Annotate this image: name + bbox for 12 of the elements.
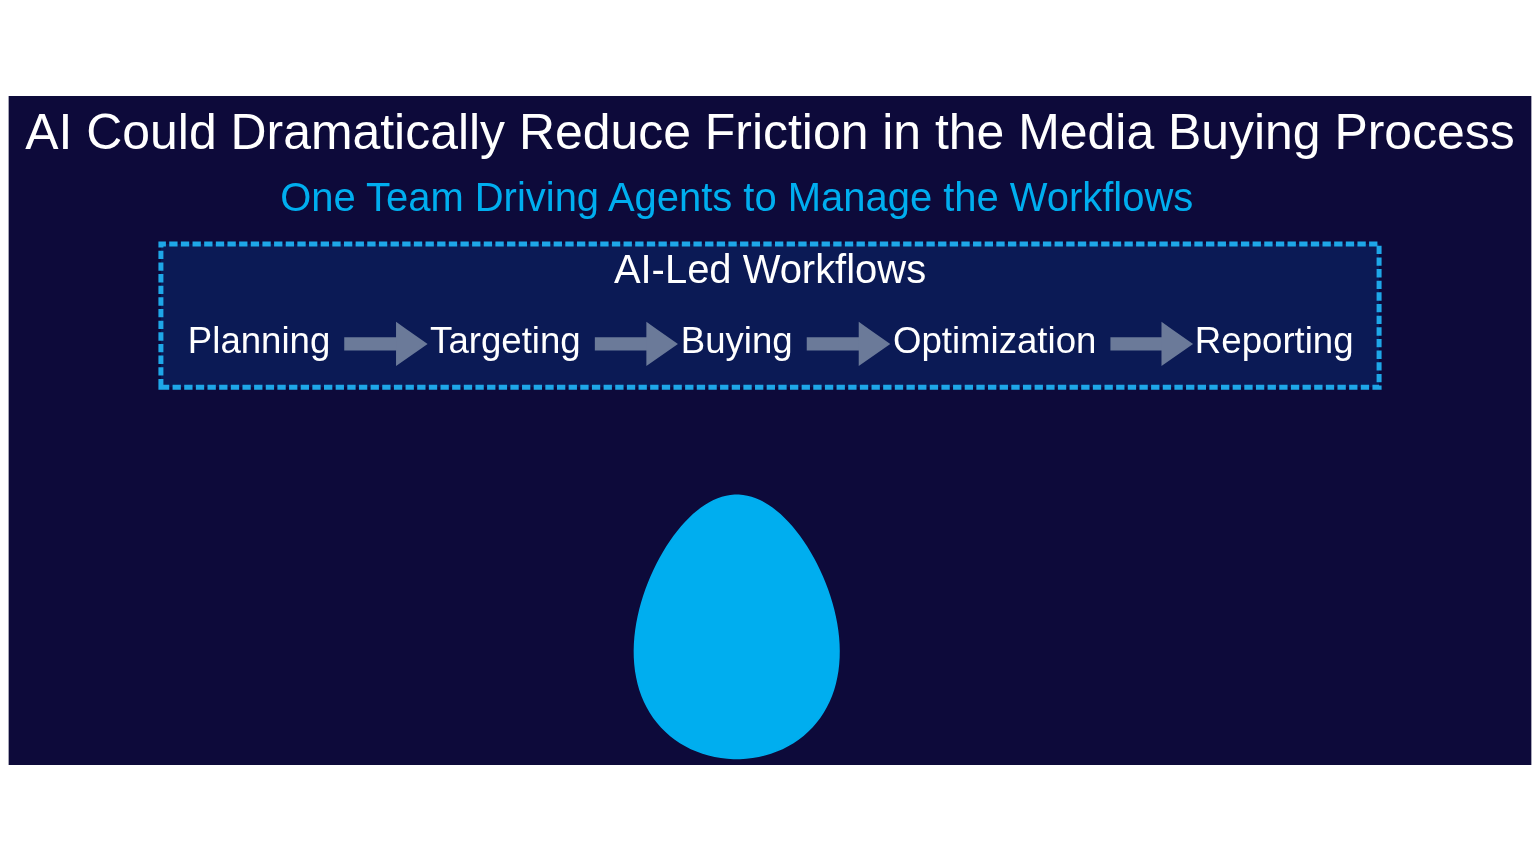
node-person [633, 494, 840, 759]
label: One Team Driving Agents to Manage the Workflows [280, 174, 1194, 219]
node-text: Optimization [892, 319, 1097, 361]
node-text: Buying [680, 319, 793, 361]
arrow [1110, 321, 1194, 366]
arrow [344, 321, 428, 366]
arrow [806, 321, 891, 366]
diagram-title: AI Could Dramatically Reduce Friction in the Media Buying Process [25, 103, 1515, 160]
arrow [594, 321, 678, 366]
node-text: Planning [187, 319, 331, 361]
node-text: Reporting [1194, 319, 1354, 361]
node-text: Targeting [430, 319, 581, 361]
